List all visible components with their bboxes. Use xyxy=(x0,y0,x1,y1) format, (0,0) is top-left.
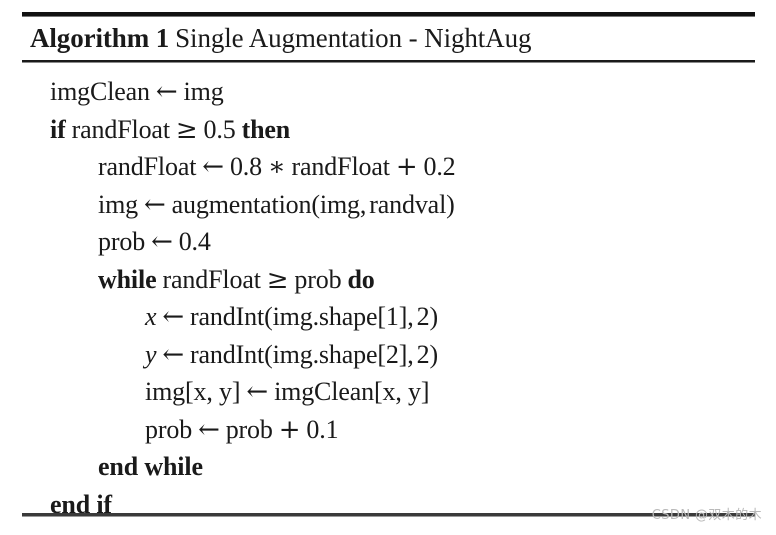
paren-close: ) xyxy=(446,189,455,219)
value-2: 2 xyxy=(416,302,430,331)
comma: , xyxy=(407,339,414,369)
comma: , xyxy=(407,302,414,331)
keyword-end-while: end while xyxy=(98,452,203,481)
token-randInt: randInt xyxy=(190,339,265,369)
assign-arrow-icon: ← xyxy=(155,77,178,107)
token-imgClean: imgClean xyxy=(50,77,150,106)
csdn-watermark: CSDN @双木的木 xyxy=(651,508,762,523)
algorithm-top-rule xyxy=(22,12,755,17)
algorithm-line-10: prob←prob+0.1 xyxy=(22,411,755,449)
paren-open: ( xyxy=(264,339,273,369)
token-prob: prob xyxy=(145,414,193,444)
assign-arrow-icon: ← xyxy=(202,152,224,182)
greater-equal-icon: ≥ xyxy=(175,114,198,145)
token-prob: prob xyxy=(294,264,342,294)
keyword-while: while xyxy=(98,264,157,294)
paren-open: ( xyxy=(264,302,273,331)
value-0-2: 0.2 xyxy=(423,152,456,181)
algorithm-line-11: end while xyxy=(22,448,755,486)
token-img-xy: img[x, y] xyxy=(145,377,241,406)
assign-arrow-icon: ← xyxy=(144,189,166,220)
token-randval: randval xyxy=(369,189,447,219)
algorithm-line-3: randFloat←0.8∗randFloat+0.2 xyxy=(22,148,755,186)
plus-icon: + xyxy=(395,152,418,182)
token-imgClean-xy: imgClean[x, y] xyxy=(274,377,430,406)
assign-arrow-icon: ← xyxy=(151,227,173,257)
assign-arrow-icon: ← xyxy=(162,302,185,332)
token-prob: prob xyxy=(225,414,273,444)
keyword-if: if xyxy=(50,114,66,144)
token-img-shape-1: img.shape[1] xyxy=(272,302,408,331)
paren-close: ) xyxy=(429,302,438,331)
plus-icon: + xyxy=(278,414,301,445)
algorithm-line-9: img[x, y]←imgClean[x, y] xyxy=(22,373,755,411)
token-img: img xyxy=(183,77,224,106)
paren-close: ) xyxy=(429,339,438,369)
token-augmentation: augmentation xyxy=(171,189,312,219)
assign-arrow-icon: ← xyxy=(198,414,220,445)
algorithm-bottom-rule xyxy=(22,513,755,517)
token-randFloat: randFloat xyxy=(98,152,197,181)
value-0-5: 0.5 xyxy=(203,114,236,144)
algorithm-title-keyword: Algorithm 1 xyxy=(30,23,170,53)
algorithm-line-7: x←randInt(img.shape[1],2) xyxy=(22,298,755,336)
assign-arrow-icon: ← xyxy=(162,339,185,370)
value-0-8: 0.8 xyxy=(229,152,262,181)
token-randFloat: randFloat xyxy=(71,114,170,144)
algorithm-line-1: imgClean←img xyxy=(22,73,755,111)
token-randFloat: randFloat xyxy=(162,264,261,294)
algorithm-line-8: y←randInt(img.shape[2],2) xyxy=(22,336,755,374)
multiply-icon: ∗ xyxy=(268,152,286,182)
algorithm-line-4: img←augmentation(img,randval) xyxy=(22,186,755,224)
token-randInt: randInt xyxy=(190,302,265,331)
token-randFloat: randFloat xyxy=(291,152,390,181)
algorithm-line-5: prob←0.4 xyxy=(22,223,755,261)
algorithm-line-12: end if xyxy=(22,486,755,524)
value-0-4: 0.4 xyxy=(178,227,211,256)
keyword-then: then xyxy=(241,114,291,144)
token-img-shape-2: img.shape[2] xyxy=(272,339,408,369)
keyword-do: do xyxy=(347,264,375,294)
token-img: img xyxy=(98,189,138,219)
value-0-1: 0.1 xyxy=(306,414,339,444)
variable-x: x xyxy=(145,302,157,331)
token-prob: prob xyxy=(98,227,146,256)
assign-arrow-icon: ← xyxy=(246,377,269,407)
paren-open: ( xyxy=(311,189,320,219)
greater-equal-icon: ≥ xyxy=(266,264,289,295)
algorithm-title-name: Single Augmentation - NightAug xyxy=(175,23,532,53)
token-img: img xyxy=(319,189,360,219)
algorithm-title-rule xyxy=(22,60,755,63)
variable-y: y xyxy=(145,339,157,369)
comma: , xyxy=(359,189,367,219)
value-2: 2 xyxy=(416,339,430,369)
